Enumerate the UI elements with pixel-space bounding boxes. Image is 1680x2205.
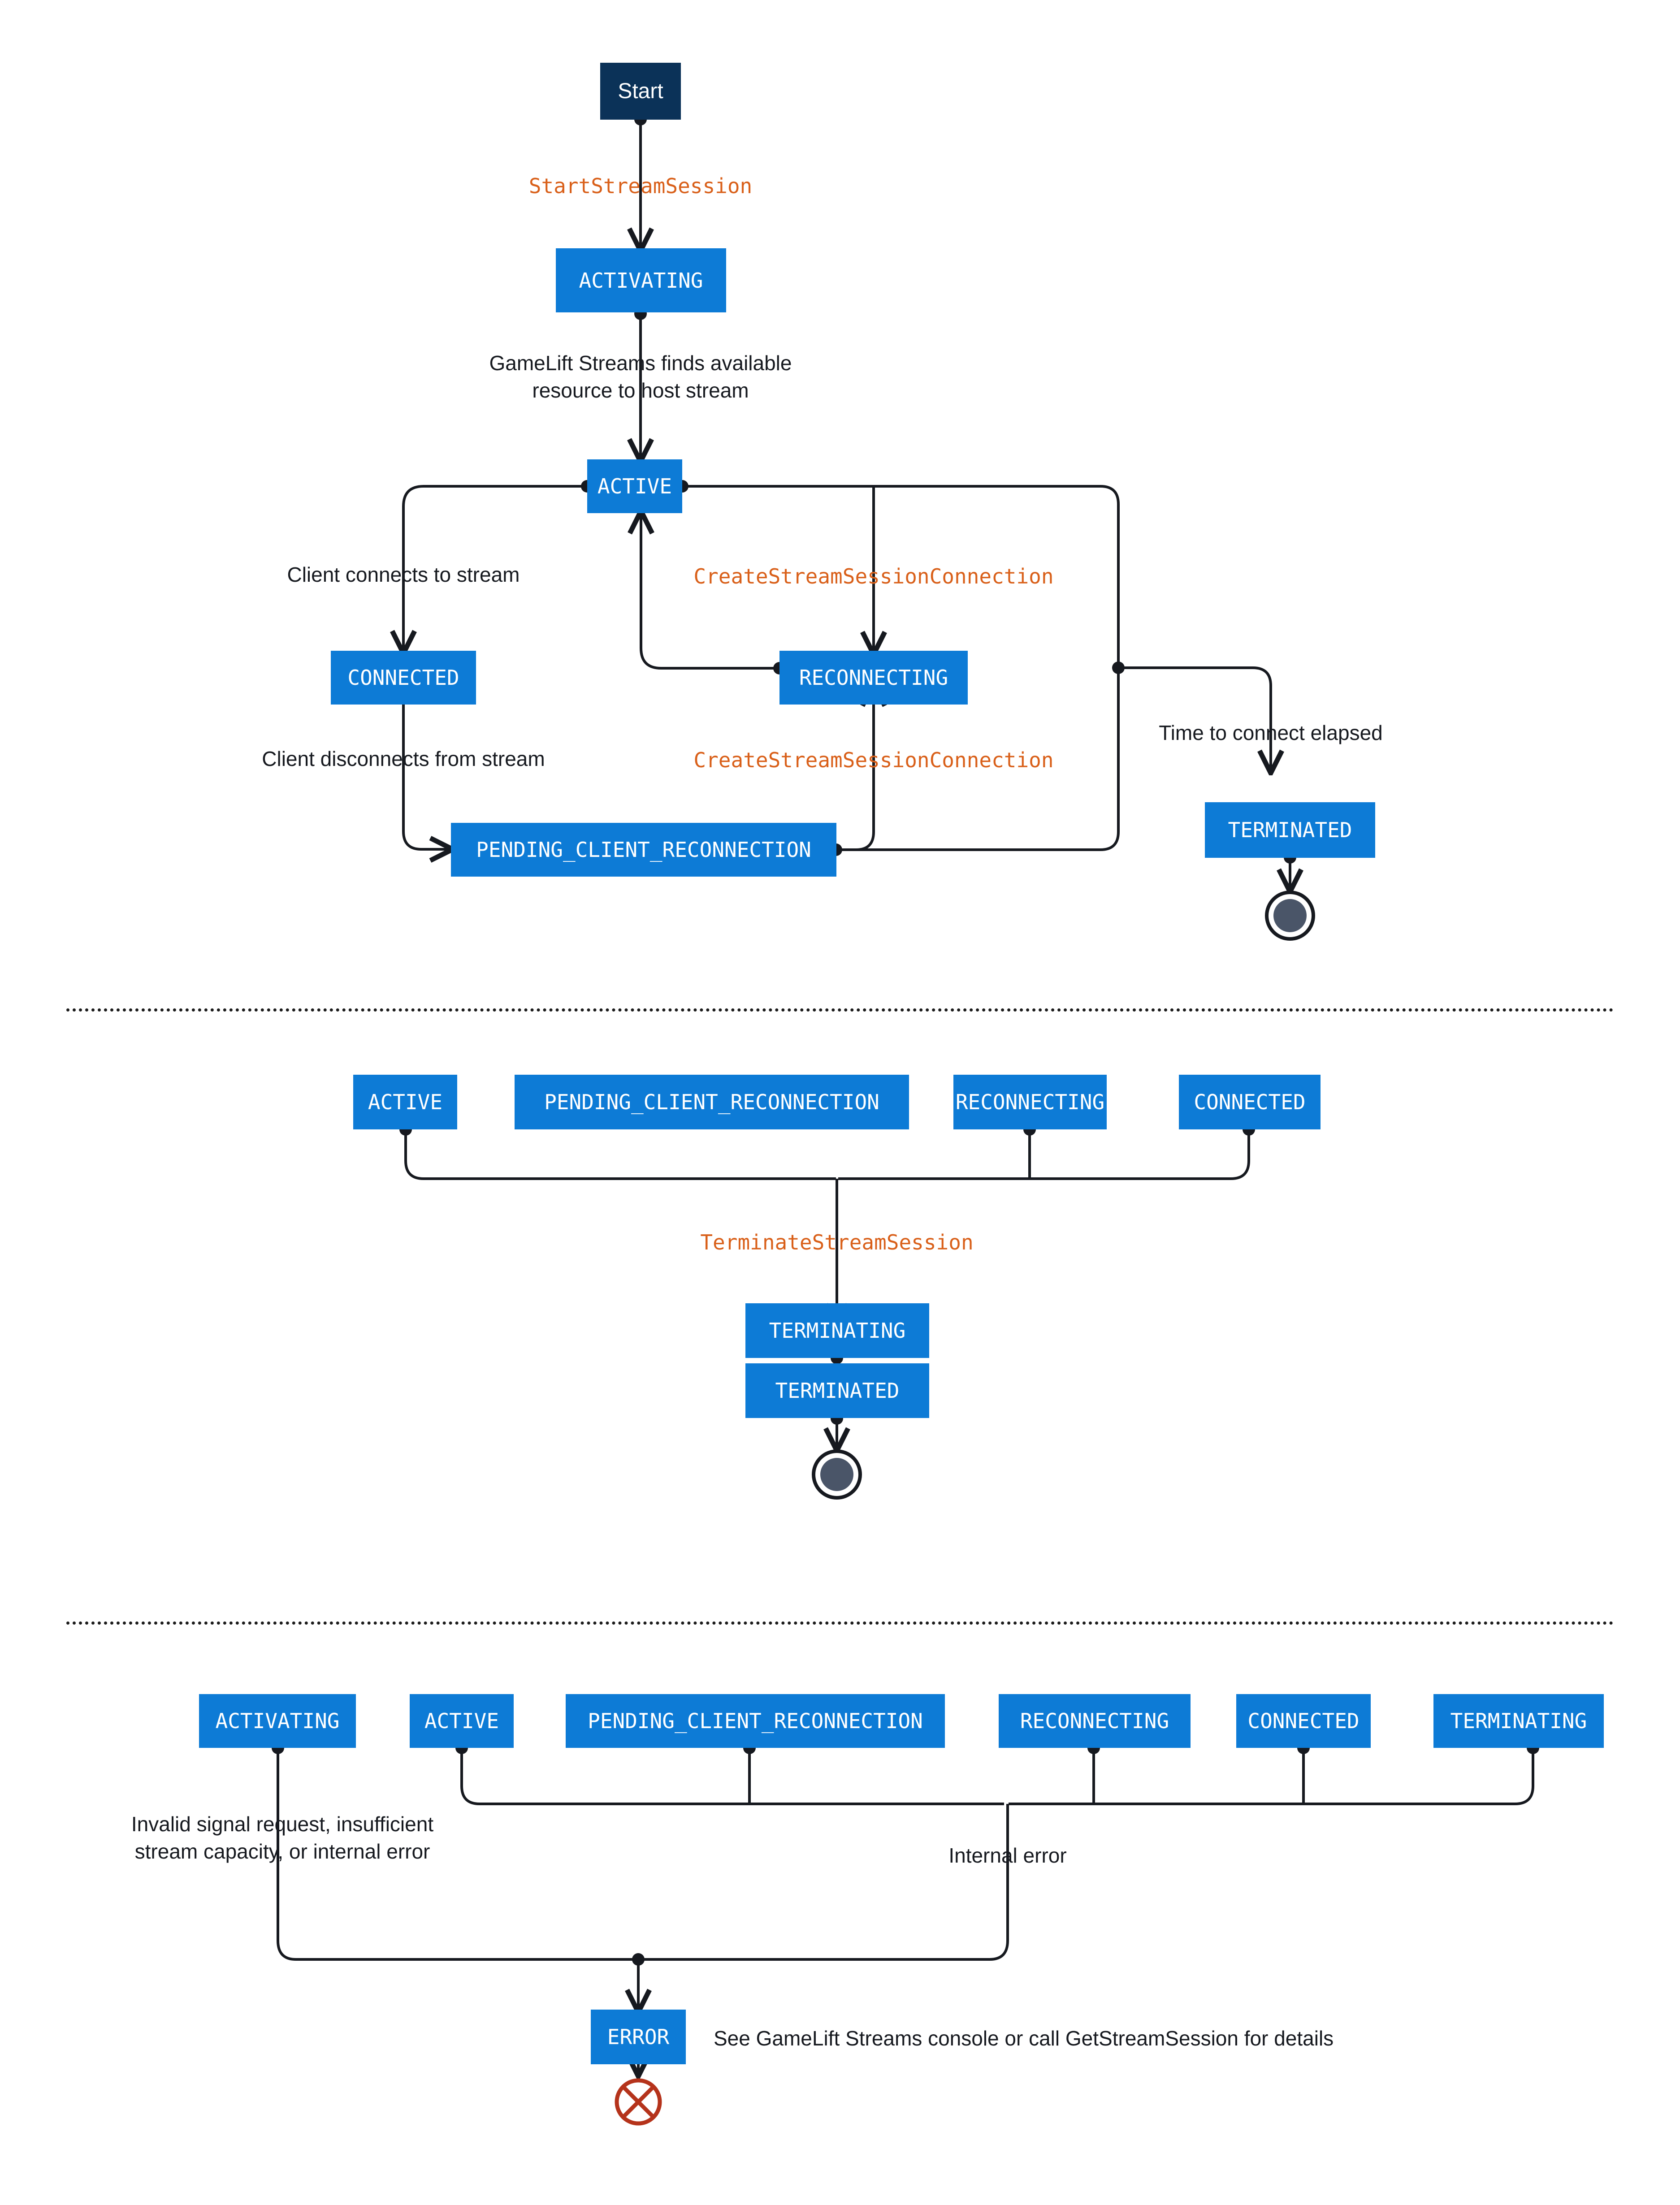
label-terminate-stream-session: TerminateStreamSession — [700, 1230, 974, 1254]
note-error-details: See GameLift Streams console or call Get… — [714, 2027, 1334, 2050]
edge-s3-terminating-to-join — [1009, 1748, 1534, 1805]
state-start[interactable]: Start — [600, 63, 681, 120]
edge-s2-reconnecting-to-join — [838, 1129, 1031, 1180]
state-s3-reconnecting[interactable]: RECONNECTING — [999, 1694, 1191, 1748]
state-pending-client-reconnection[interactable]: PENDING_CLIENT_RECONNECTION — [451, 823, 836, 877]
edge-source-dot — [632, 1953, 645, 1966]
label-internal-error: Internal error — [948, 1844, 1067, 1867]
state-connected[interactable]: CONNECTED — [331, 651, 476, 705]
label-client-connects: Client connects to stream — [287, 563, 520, 586]
edge-s2-connected-to-join — [838, 1129, 1250, 1180]
state-s3-active[interactable]: ACTIVE — [410, 1694, 514, 1748]
label-activating-error: Invalid signal request, insufficient str… — [131, 1812, 434, 1863]
edge-s2-active-to-join — [404, 1129, 836, 1180]
state-s3-activating[interactable]: ACTIVATING — [199, 1694, 356, 1748]
state-s2-connected[interactable]: CONNECTED — [1179, 1075, 1321, 1129]
state-s2-terminated[interactable]: TERMINATED — [745, 1363, 929, 1418]
edge-s3-internal-error-down — [641, 1804, 1009, 1961]
section-divider-2 — [66, 1621, 1614, 1625]
label-create-connection-bottom: CreateStreamSessionConnection — [693, 748, 1054, 772]
edge-source-dot — [1112, 662, 1125, 674]
state-s2-terminating[interactable]: TERMINATING — [745, 1303, 929, 1358]
final-state-disc — [1273, 899, 1307, 932]
label-finds-resource: GameLift Streams finds available resourc… — [489, 351, 792, 402]
final-state-disc — [820, 1458, 853, 1491]
state-active[interactable]: ACTIVE — [587, 459, 682, 513]
state-reconnecting[interactable]: RECONNECTING — [779, 651, 968, 705]
error-terminator-circle — [615, 2078, 662, 2126]
state-terminated[interactable]: TERMINATED — [1205, 802, 1375, 858]
state-s2-pending-client-reconnection[interactable]: PENDING_CLIENT_RECONNECTION — [515, 1075, 909, 1129]
label-client-disconnects: Client disconnects from stream — [262, 747, 545, 770]
label-time-to-connect-elapsed: Time to connect elapsed — [1159, 721, 1383, 744]
state-s3-pending-client-reconnection[interactable]: PENDING_CLIENT_RECONNECTION — [566, 1694, 945, 1748]
error-terminator-x-icon — [621, 2085, 655, 2119]
label-start-stream-session: StartStreamSession — [528, 174, 753, 198]
state-activating[interactable]: ACTIVATING — [556, 248, 726, 312]
edge-s3-active-to-join — [460, 1748, 1004, 1805]
final-state-ring — [1265, 891, 1315, 941]
edge-s3-reconnecting-to-join — [1009, 1748, 1095, 1805]
state-s3-terminating[interactable]: TERMINATING — [1433, 1694, 1604, 1748]
edge-s3-pending-to-join — [748, 1748, 1004, 1805]
section-divider-1 — [66, 1008, 1614, 1012]
edge-reconnecting-to-active — [641, 513, 779, 670]
state-s2-reconnecting[interactable]: RECONNECTING — [953, 1075, 1107, 1129]
final-state-ring — [812, 1449, 862, 1500]
label-create-connection-top: CreateStreamSessionConnection — [693, 564, 1054, 588]
state-s3-connected[interactable]: CONNECTED — [1236, 1694, 1371, 1748]
state-s3-error[interactable]: ERROR — [591, 2010, 686, 2064]
edge-s3-connected-to-join — [1009, 1748, 1305, 1805]
state-s2-active[interactable]: ACTIVE — [353, 1075, 457, 1129]
